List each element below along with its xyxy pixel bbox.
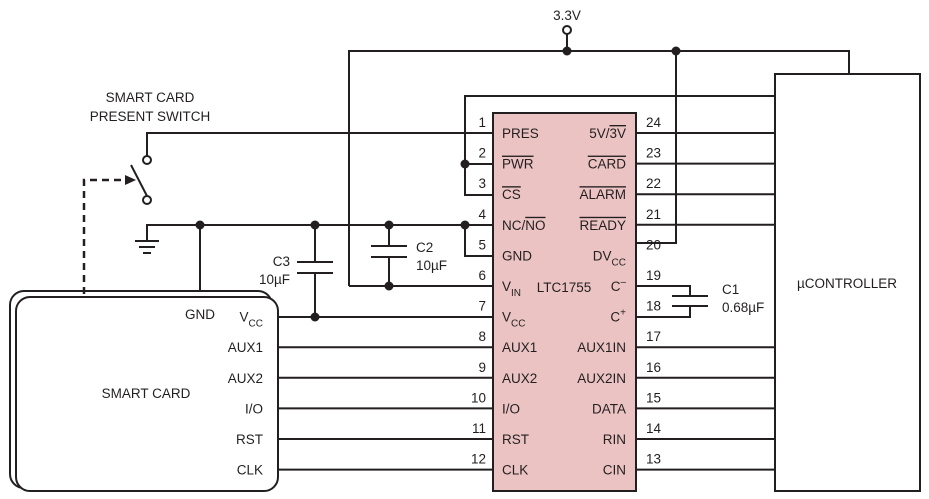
ic-pin-name-11: RST [502,432,529,447]
smart-card-pin-3: AUX2 [228,371,263,386]
ic-pin-number-15: 15 [646,390,661,405]
ic-pin-name-7: VCC [502,310,525,330]
ic-pin-name-21: READY [579,218,626,233]
switch-label-line2: PRESENT SWITCH [90,109,211,124]
ic-pin-number-20: 20 [646,237,661,252]
ic-pin-name-9: AUX2 [502,371,537,386]
ic-name: LTC1755 [537,280,592,295]
ic-pin-number-21: 21 [646,207,661,222]
ic-pin-name-8: AUX1 [502,340,537,355]
junction-dots [195,46,681,322]
ic-pin-number-11: 11 [472,421,486,436]
ic-pin-name-13: CIN [603,463,626,478]
ic-pin-name-22: ALARM [579,187,626,202]
wiring [82,30,850,318]
switch-label-line1: SMART CARD [106,90,195,105]
microcontroller-label: µCONTROLLER [797,276,897,291]
smart-card-pin-6: CLK [237,463,263,478]
smart-card-pin-4: I/O [245,401,263,416]
ic-pin-number-6: 6 [478,268,486,283]
ic-pin-name-12: CLK [502,463,528,478]
switch-contact-top [142,155,152,165]
ic-pin-name-19: C– [611,277,627,294]
ic-pin-name-2: PWR [502,157,534,172]
smart-card-pin-1: VCC [240,310,263,330]
ic-pin-number-9: 9 [478,360,486,375]
ic-pin-name-14: RIN [603,432,626,447]
ic-pin-number-16: 16 [646,360,661,375]
c2-value: 10µF [416,258,447,273]
ic-pin-number-3: 3 [478,176,486,191]
ic-pin-number-2: 2 [478,146,486,161]
ic-pin-name-23: CARD [588,157,627,172]
ic-right-pins: 245V/3V23CARD22ALARM21READY20DVCC19C–18C… [577,115,775,478]
ic-pin-number-8: 8 [478,329,486,344]
c1-value: 0.68µF [722,300,764,315]
smart-card-gnd-label: GND [185,307,215,322]
ic-pin-number-4: 4 [478,207,486,222]
ic-pin-number-12: 12 [471,452,486,467]
c3-value: 10µF [259,272,290,287]
microcontroller-box [774,73,921,492]
ic-pin-number-19: 19 [646,268,661,283]
ic-pin-name-17: AUX1IN [577,340,626,355]
c3-name: C3 [273,254,290,269]
ic-body [492,112,637,492]
ic-pin-number-18: 18 [646,299,661,314]
ic-pin-name-10: I/O [502,401,520,416]
ic-pin-name-18: C+ [610,308,626,325]
ic-pin-name-4: NC/NO [502,218,546,233]
smart-card-body [15,296,279,492]
ic-pin-number-23: 23 [646,146,661,161]
ic-pin-number-13: 13 [646,452,661,467]
ic-pin-name-20: DVCC [593,248,626,268]
c2-name: C2 [416,240,433,255]
smart-card-pin-2: AUX1 [228,340,263,355]
ic-pin-number-5: 5 [478,237,486,252]
c1-name: C1 [722,282,739,297]
supply-terminal [562,25,572,35]
ic-pin-name-6: VIN [502,279,521,299]
ic-pin-name-16: AUX2IN [577,371,626,386]
ic-pin-name-1: PRES [502,126,539,141]
ic-pin-number-7: 7 [478,299,486,314]
ic-pin-number-22: 22 [646,176,661,191]
switch-contact-bottom [142,195,152,205]
ic-pin-name-3: CS [502,187,521,202]
ic-pin-number-24: 24 [646,115,662,130]
ic-pin-name-15: DATA [592,401,626,416]
ic-pin-number-10: 10 [471,390,486,405]
supply-label: 3.3V [553,8,581,23]
ic-pin-number-17: 17 [646,329,661,344]
smart-card-title: SMART CARD [102,386,191,401]
ic-pin-number-1: 1 [478,115,486,130]
ic-pin-name-24: 5V/3V [589,126,626,141]
ic-pin-name-5: GND [502,248,532,263]
smart-card-pin-5: RST [236,432,263,447]
ic-pin-number-14: 14 [646,421,662,436]
